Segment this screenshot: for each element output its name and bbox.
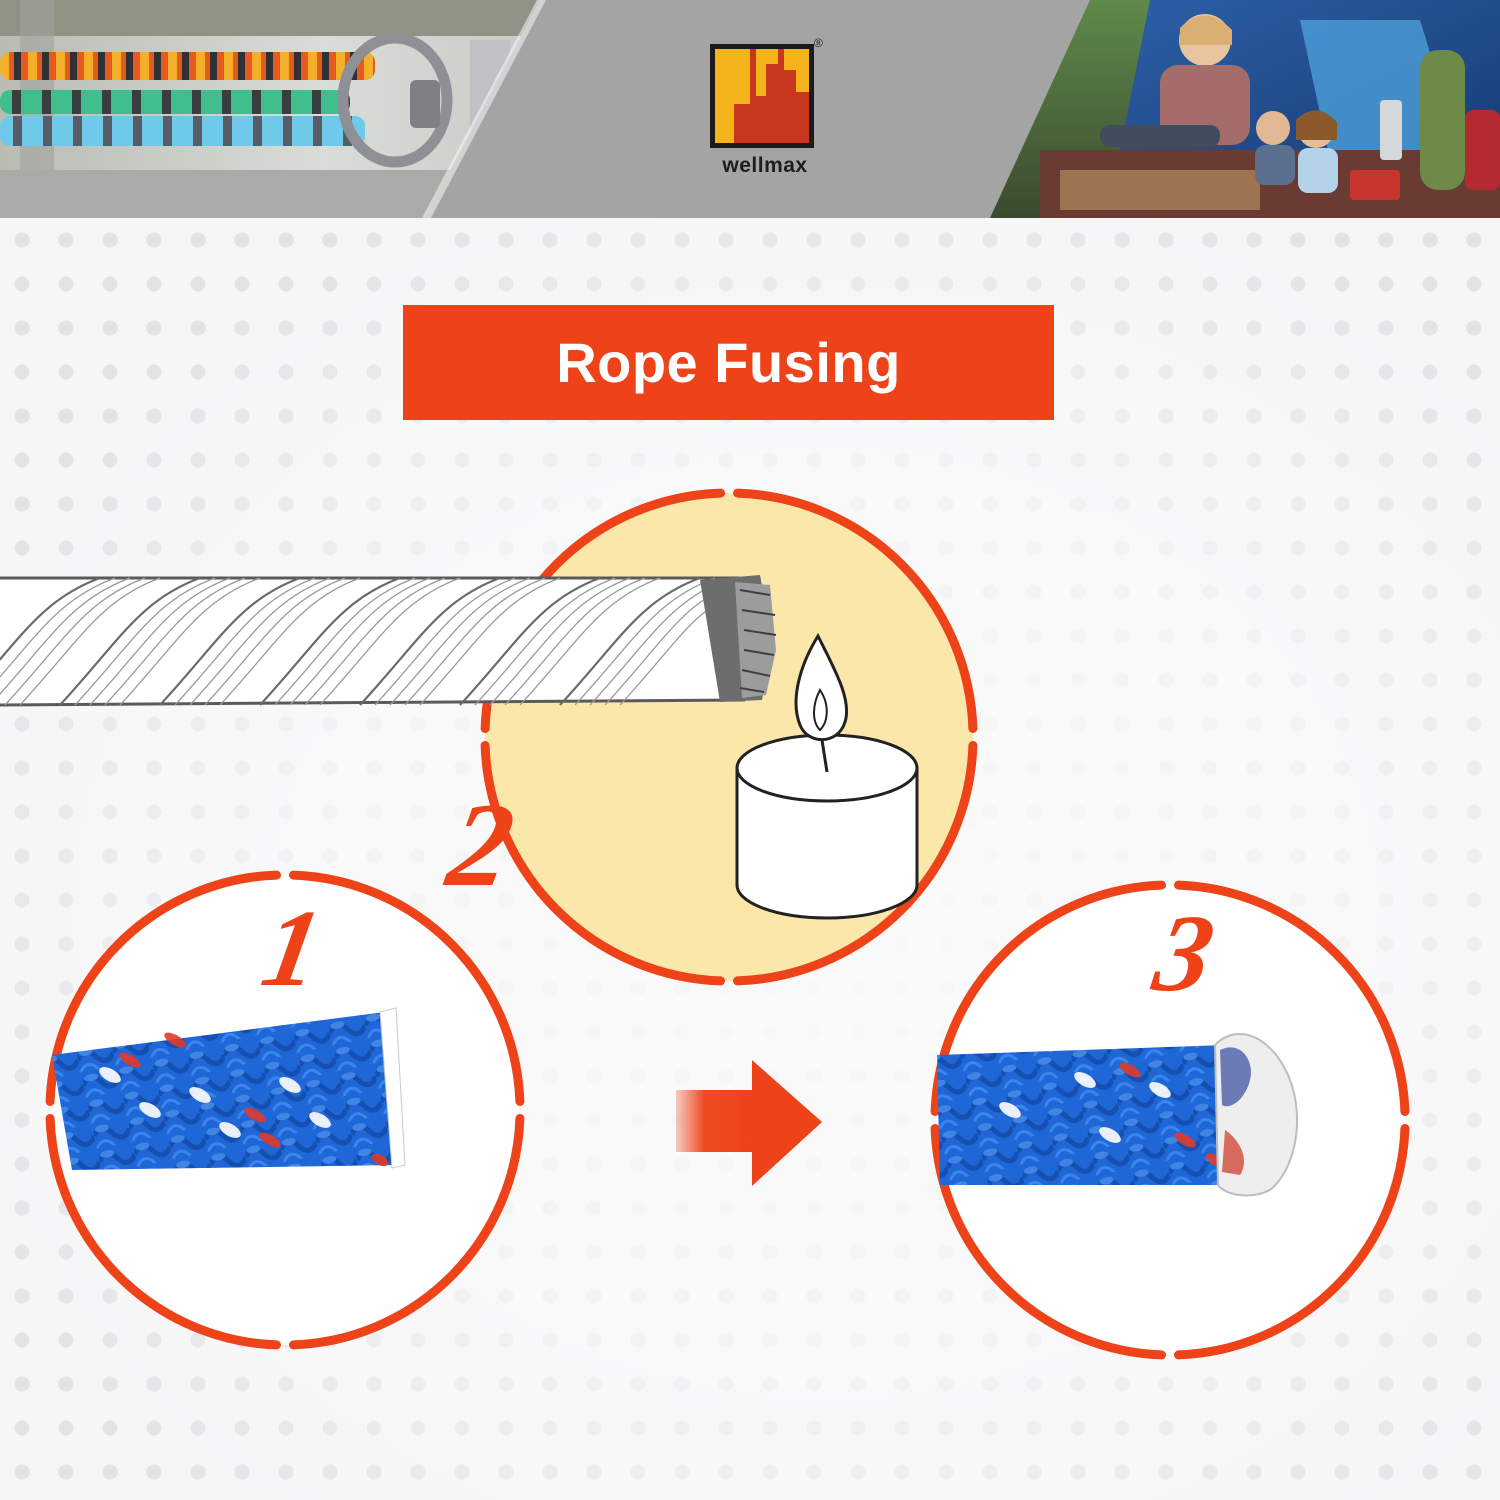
page-title: Rope Fusing [556,331,901,394]
registered-mark: ® [814,36,823,50]
twisted-rope-icon [0,575,777,707]
fused-rope-image [937,1033,1299,1197]
top-banner: ® wellmax [0,0,1500,218]
step-3-circle: 3 [930,880,1410,1360]
cut-rope-image [52,1007,406,1170]
brand-name: wellmax [722,154,808,177]
arrow-right-icon [676,1060,822,1186]
rope-frayed-end [700,575,777,702]
step-1-circle: 1 [45,870,525,1350]
candle-icon [735,632,919,920]
step-2-circle [480,488,978,986]
wellmax-logo-icon [710,44,814,148]
title-banner: Rope Fusing [403,305,1054,420]
banner-photos [0,0,1500,218]
brand-logo: ® wellmax [710,36,823,180]
step-2-number: 2 [437,779,522,912]
